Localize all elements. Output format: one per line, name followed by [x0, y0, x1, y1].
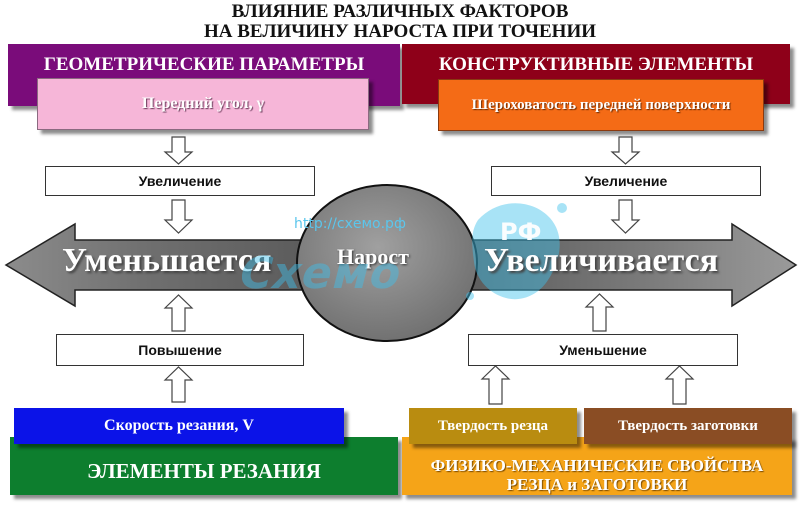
increases-label: Увеличивается: [484, 242, 719, 279]
surface-roughness-factor-box: Шероховатость передней поверхности: [438, 79, 764, 131]
build-up-label: Нарост: [337, 244, 409, 269]
cutting-change-label: Повышение: [56, 334, 304, 366]
physmech-change-label: Уменьшение: [468, 334, 738, 366]
constructive-change-label: Увеличение: [491, 166, 761, 196]
physmech-properties-header: ФИЗИКО-МЕХАНИЧЕСКИЕ СВОЙСТВА РЕЗЦА и ЗАГ…: [402, 437, 792, 495]
watermark-url: http://схемо.рф: [294, 216, 406, 232]
title-line-1: ВЛИЯНИЕ РАЗЛИЧНЫХ ФАКТОРОВ: [231, 1, 569, 22]
geometric-parameters-header-text: ГЕОМЕТРИЧЕСКИЕ ПАРАМЕТРЫ: [43, 54, 365, 75]
arrow-down-icon: [610, 136, 641, 165]
arrow-down-icon: [610, 199, 641, 234]
arrow-up-icon: [584, 293, 615, 332]
tool-hardness-factor-box: Твердость резца: [409, 408, 577, 444]
arrow-down-icon: [163, 136, 194, 165]
constructive-elements-header-text: КОНСТРУКТИВНЫЕ ЭЛЕМЕНТЫ: [438, 54, 754, 75]
watermark-splash-icon: [472, 203, 560, 300]
watermark-badge: РФ: [500, 218, 542, 246]
workpiece-hardness-factor-box: Твердость заготовки: [584, 408, 792, 444]
big-right-arrow-icon: [454, 222, 798, 308]
watermark-splash-dot: [466, 292, 474, 300]
arrow-up-icon: [163, 366, 194, 403]
build-up-ellipse: [296, 184, 478, 342]
arrow-up-icon: [664, 365, 695, 405]
geometric-change-label: Увеличение: [45, 166, 315, 196]
cutting-speed-factor-box: Скорость резания, V: [14, 408, 344, 444]
title-line-2: НА ВЕЛИЧИНУ НАРОСТА ПРИ ТОЧЕНИИ: [204, 21, 596, 42]
arrow-down-icon: [163, 199, 194, 234]
watermark-word: Схемо: [233, 248, 409, 299]
arrow-up-icon: [480, 365, 511, 405]
arrow-up-icon: [163, 294, 194, 332]
cutting-elements-header: ЭЛЕМЕНТЫ РЕЗАНИЯ: [10, 437, 398, 495]
rake-angle-factor-box: Передний угол, γ: [37, 78, 369, 130]
watermark-splash-dot: [557, 203, 567, 213]
decreases-label: Уменьшается: [62, 242, 272, 279]
